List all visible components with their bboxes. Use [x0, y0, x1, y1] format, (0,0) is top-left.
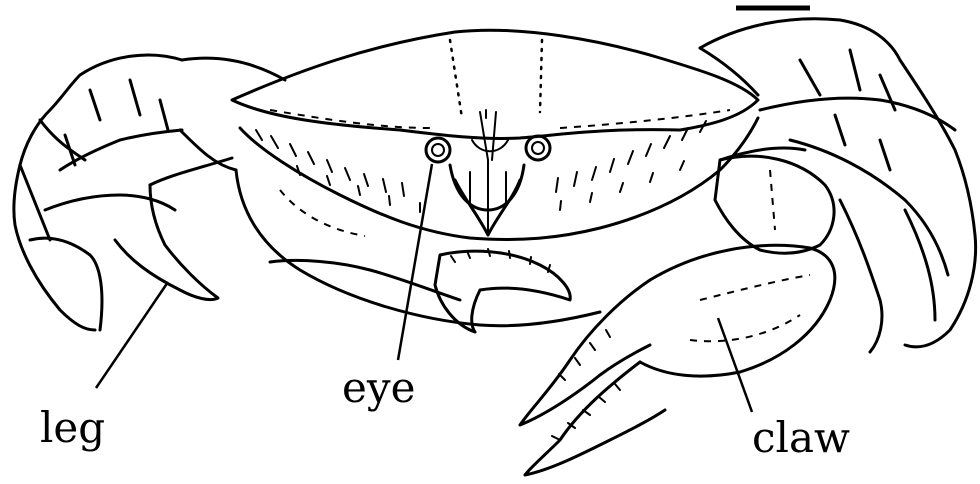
right-eye-icon	[526, 136, 550, 160]
body-front	[240, 118, 758, 240]
head-region	[426, 110, 550, 235]
leg-label: leg	[40, 403, 105, 452]
eye-label: eye	[342, 363, 415, 412]
left-small-claw	[435, 249, 570, 332]
claw-leader-line	[718, 318, 752, 412]
leg-leader-line	[96, 282, 168, 388]
right-legs	[700, 19, 976, 352]
claw-label: claw	[752, 413, 850, 462]
left-eye-icon	[426, 138, 450, 162]
